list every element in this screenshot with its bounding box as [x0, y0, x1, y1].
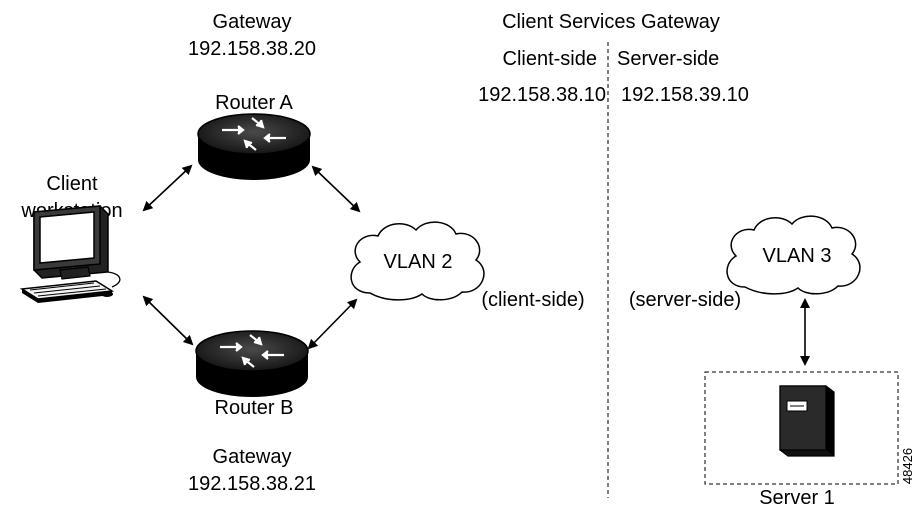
server-label: Server 1: [759, 487, 835, 509]
arrow-workstation-router-b: [142, 295, 194, 346]
router-b-icon: [195, 330, 309, 397]
vlan3-side-label: (server-side): [629, 289, 741, 311]
client-label-line1: Client: [46, 173, 98, 195]
gateway-bottom-title: Gateway: [213, 446, 292, 468]
server-box: [704, 371, 899, 485]
figure-id: 48426: [900, 448, 915, 484]
arrow-workstation-router-a: [142, 164, 193, 212]
arrow-router-a-vlan2: [311, 165, 361, 213]
router-a-icon: [197, 113, 311, 180]
gateway-bottom-ip: 192.158.38.21: [188, 473, 316, 495]
server-icon: [779, 385, 835, 457]
router-b-label: Router B: [215, 397, 294, 419]
csg-title: Client Services Gateway: [502, 11, 720, 33]
csg-server-side-label: Server-side: [617, 48, 719, 70]
workstation-icon: [19, 205, 121, 303]
vlan3-cloud-icon: [726, 215, 861, 295]
vlan3-label: VLAN 3: [763, 245, 832, 267]
gateway-top-ip: 192.158.38.20: [188, 38, 316, 60]
csg-client-side-label: Client-side: [503, 48, 597, 70]
vlan2-side-label: (client-side): [481, 289, 584, 311]
csg-server-ip: 192.158.39.10: [621, 84, 749, 106]
gateway-top-title: Gateway: [213, 11, 292, 33]
router-a-label: Router A: [215, 92, 293, 114]
vlan2-cloud-icon: [350, 221, 485, 301]
arrow-router-b-vlan2: [307, 298, 358, 350]
vlan2-label: VLAN 2: [384, 251, 453, 273]
csg-client-ip: 192.158.38.10: [478, 84, 606, 106]
